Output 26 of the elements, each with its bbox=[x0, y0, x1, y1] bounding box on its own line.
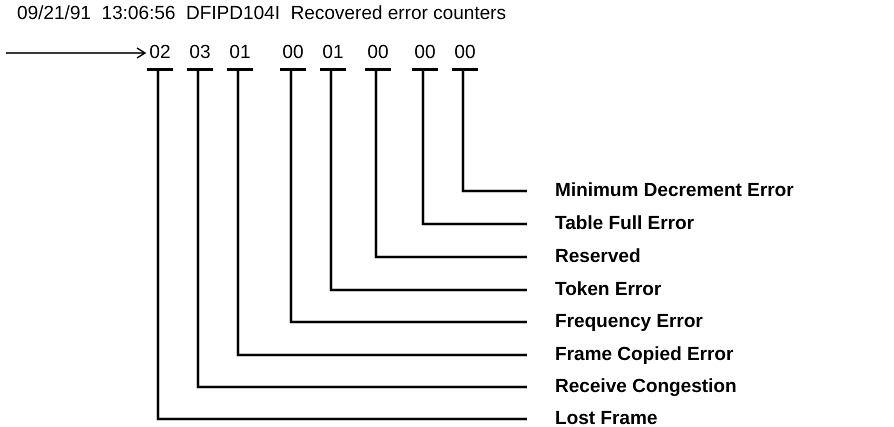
leader-line bbox=[462, 71, 527, 192]
counter-value: 02 bbox=[147, 42, 173, 71]
leader-line bbox=[422, 71, 527, 226]
counter-label: Minimum Decrement Error bbox=[527, 179, 794, 203]
counter-label: Table Full Error bbox=[527, 212, 694, 236]
leader-line bbox=[374, 71, 527, 258]
counter-value: 00 bbox=[412, 42, 438, 71]
leader-line bbox=[290, 71, 527, 324]
counter-value: 00 bbox=[365, 42, 391, 71]
leader-line bbox=[156, 71, 527, 420]
leader-line bbox=[196, 71, 527, 388]
counter-label: Lost Frame bbox=[527, 407, 658, 427]
counter-label: Token Error bbox=[527, 278, 662, 302]
counter-value: 03 bbox=[187, 42, 213, 71]
counter-value: 01 bbox=[320, 42, 346, 71]
counter-value: 01 bbox=[227, 42, 253, 71]
counter-value: 00 bbox=[452, 42, 478, 71]
leader-line bbox=[330, 71, 527, 292]
counter-label: Receive Congestion bbox=[527, 375, 737, 399]
log-message-header: 09/21/91 13:06:56 DFIPD104I Recovered error counters bbox=[17, 2, 506, 26]
arrow bbox=[6, 47, 146, 59]
counter-label: Frequency Error bbox=[527, 310, 703, 334]
counter-label: Reserved bbox=[527, 245, 641, 269]
counter-label: Frame Copied Error bbox=[527, 343, 734, 367]
counter-value: 00 bbox=[280, 42, 306, 71]
leader-line bbox=[236, 71, 527, 356]
